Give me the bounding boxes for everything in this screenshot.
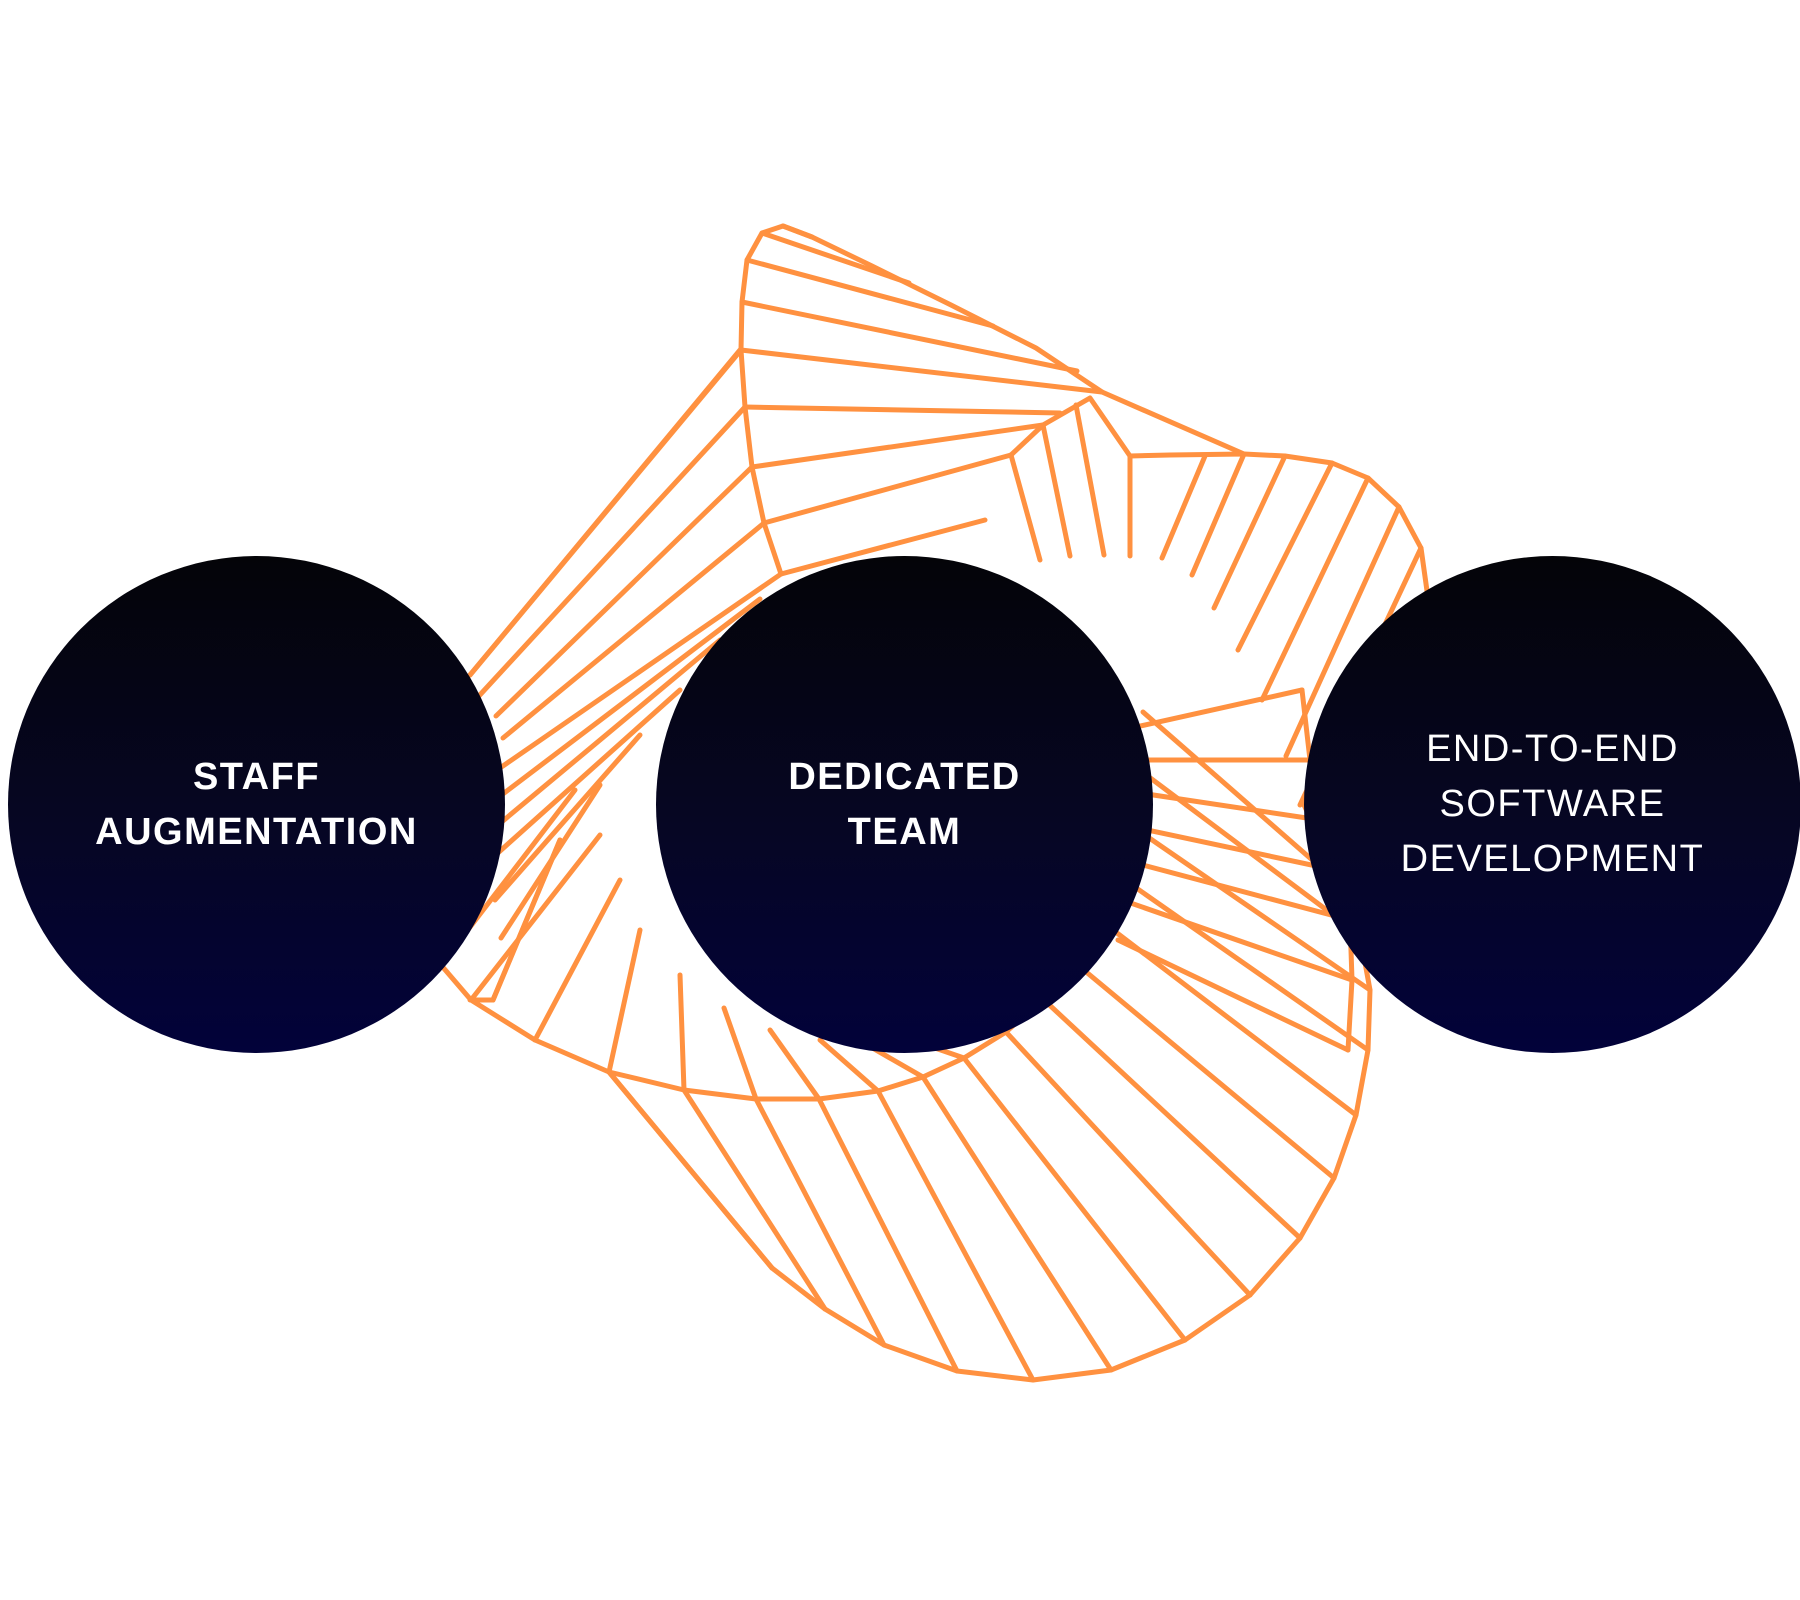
ribbon-rung [492,732,643,903]
ribbon-rung [767,1027,822,1102]
ribbon-rung [1211,453,1288,611]
staff-augmentation-label: STAFF AUGMENTATION [95,755,418,853]
ribbon-rung [961,1055,1188,1343]
ribbon-rung [681,1087,828,1312]
ribbon-rung [875,1088,1036,1383]
ribbon-rung [1117,787,1323,823]
ribbon-rung [1003,1029,1253,1298]
ribbon-rung [606,1069,775,1271]
ribbon-rung [761,452,1014,526]
end-to-end-development-circle: END-TO-END SOFTWARE DEVELOPMENT [1304,556,1800,1053]
ribbon-rung [742,404,1063,416]
ribbon-rung [1121,857,1353,923]
ribbon-rung [1123,819,1373,993]
ribbon-rung [1119,897,1355,983]
ribbon-rung [753,1096,887,1348]
staff-augmentation-circle: STAFF AUGMENTATION [8,556,505,1053]
ribbon-rung [780,223,815,240]
ribbon-rung [1073,402,1107,558]
ribbon-rung [739,299,1080,374]
ribbon-edge [467,347,744,678]
ribbon-rung [497,571,784,771]
ribbon-rung [1040,996,1303,1241]
dedicated-team-label: DEDICATED TEAM [788,755,1021,853]
ribbon-edge [467,837,563,1003]
ribbon-rung [1235,460,1335,653]
ribbon-rung [475,404,748,700]
ribbon-rung [492,596,763,803]
ribbon-rung [489,637,723,833]
ribbon-rung [1121,822,1338,873]
ribbon-rung [487,687,683,863]
ribbon-rung [738,347,1105,395]
ribbon-rung [1109,868,1371,1053]
ribbon-rung [1259,475,1371,703]
dedicated-team-circle: DEDICATED TEAM [656,556,1153,1053]
ribbon-rung [1008,452,1043,563]
ribbon-edge [780,223,1247,457]
ribbon-rung [1189,451,1247,578]
ribbon-rung [493,464,755,719]
ribbon-rung [817,1037,881,1094]
ribbon-rung [677,972,687,1093]
ribbon-rung [1159,453,1208,561]
ribbon-rung [744,257,996,329]
end-to-end-development-label: END-TO-END SOFTWARE DEVELOPMENT [1400,728,1705,880]
ribbon-rung [920,1074,1114,1373]
ribbon-rung [749,422,1046,470]
ribbon-rung [468,832,603,1003]
ribbon-rung [1040,422,1073,559]
ribbon-rung [532,877,623,1043]
ribbon-rung [606,927,643,1075]
ribbon-rung [816,1096,960,1374]
ribbon-rung [1115,937,1351,1053]
ribbon-rung [759,230,912,286]
ribbon-rung [500,520,767,741]
ribbon-rung [1070,958,1337,1181]
ribbon-rung [721,1005,759,1102]
ribbon-rung [778,517,988,577]
